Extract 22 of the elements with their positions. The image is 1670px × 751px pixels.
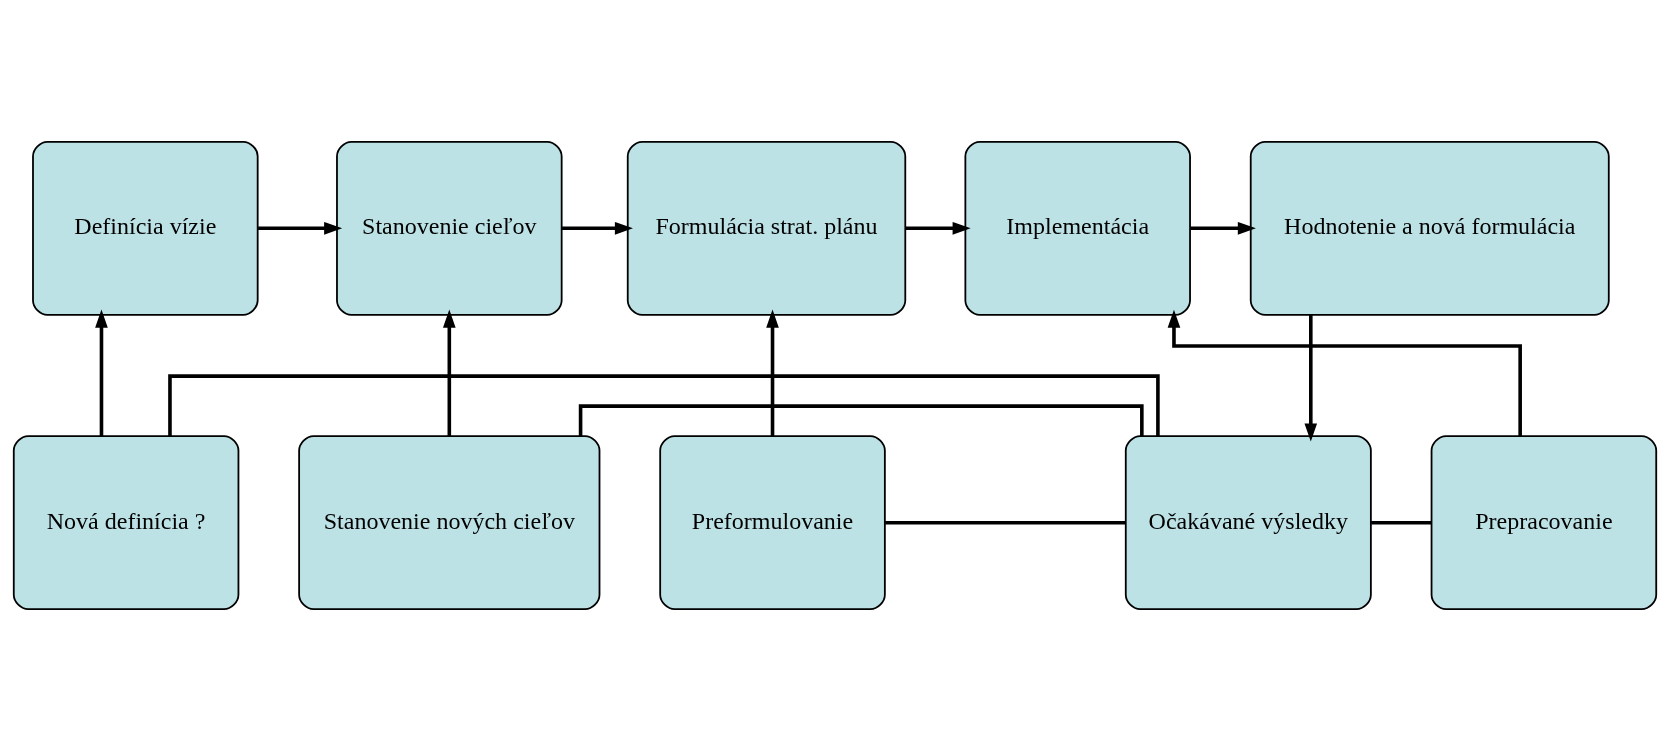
arrow xyxy=(905,222,971,235)
node-box: Nová definícia ? xyxy=(12,435,240,611)
arrow xyxy=(258,222,343,235)
node-box: Implementácia xyxy=(964,140,1191,316)
arrow xyxy=(1190,222,1256,235)
arrow xyxy=(562,222,633,235)
arrow xyxy=(1304,315,1318,442)
node-box: Formulácia strat. plánu xyxy=(626,140,907,316)
node-box: Definícia vízie xyxy=(32,140,259,316)
arrow xyxy=(95,309,108,437)
node-box: Prepracovanie xyxy=(1430,435,1658,611)
connector xyxy=(168,374,1160,437)
arrow xyxy=(1167,309,1522,436)
connector xyxy=(885,520,1126,525)
node-box: Hodnotenie a nová formulácia xyxy=(1249,140,1610,316)
node-box: Preformulovanie xyxy=(659,435,886,611)
arrow xyxy=(443,309,456,437)
node-box: Stanovenie nových cieľov xyxy=(298,435,601,611)
node-box: Stanovenie cieľov xyxy=(336,140,563,316)
arrow xyxy=(766,309,779,437)
connector xyxy=(1371,520,1432,525)
node-box: Očakávané výsledky xyxy=(1124,435,1372,611)
